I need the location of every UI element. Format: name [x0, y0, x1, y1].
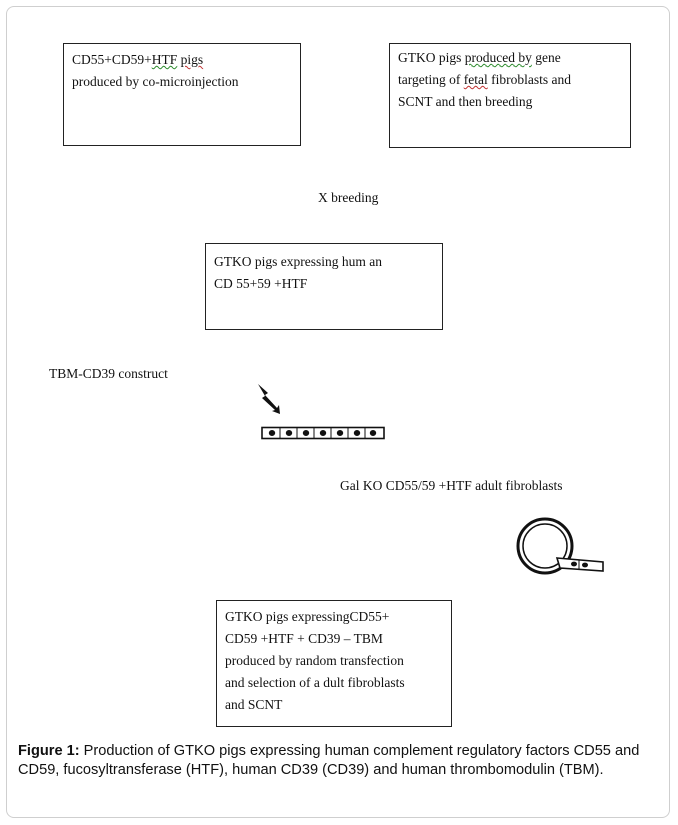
box1-line2: produced by co-microinjection — [72, 74, 239, 89]
box3-line1: GTKO pigs expressing hum an — [214, 254, 382, 269]
box1-line1: CD55+CD59+HTF pigs — [72, 52, 204, 67]
caption-label: Figure 1: — [18, 743, 80, 759]
box4-line1: GTKO pigs expressingCD55+ — [225, 609, 390, 624]
box4-line2: CD59 +HTF + CD39 – TBM — [225, 631, 383, 646]
box-gtko-pigs-gene-targeting: GTKO pigs produced by gene targeting of … — [389, 43, 631, 148]
box-gtko-pigs-final: GTKO pigs expressingCD55+ CD59 +HTF + CD… — [216, 600, 452, 727]
box2-line3: SCNT and then breeding — [398, 94, 533, 109]
injection-arrow-icon — [258, 384, 280, 414]
box4-line5: and SCNT — [225, 697, 283, 712]
box-cd55-cd59-htf-pigs: CD55+CD59+HTF pigs produced by co-microi… — [63, 43, 301, 146]
figure-caption: Figure 1: Production of GTKO pigs expres… — [18, 742, 662, 780]
box4-line3: produced by random transfection — [225, 653, 404, 668]
construct-dna-strip — [261, 426, 385, 440]
x-breeding-label: X breeding — [318, 190, 379, 205]
box-gtko-pigs-expressing-human: GTKO pigs expressing hum an CD 55+59 +HT… — [205, 243, 443, 330]
box4-line4: and selection of a dult fibroblasts — [225, 675, 405, 690]
caption-text: Production of GTKO pigs expressing human… — [18, 743, 640, 778]
fibroblasts-label: Gal KO CD55/59 +HTF adult fibroblasts — [340, 478, 563, 493]
cell-injection-icon — [516, 517, 604, 575]
box2-line2: targeting of fetal fibroblasts and — [398, 72, 571, 87]
box2-line1: GTKO pigs produced by gene — [398, 50, 561, 65]
box3-line2: CD 55+59 +HTF — [214, 276, 308, 291]
construct-label: TBM-CD39 construct — [49, 366, 168, 381]
